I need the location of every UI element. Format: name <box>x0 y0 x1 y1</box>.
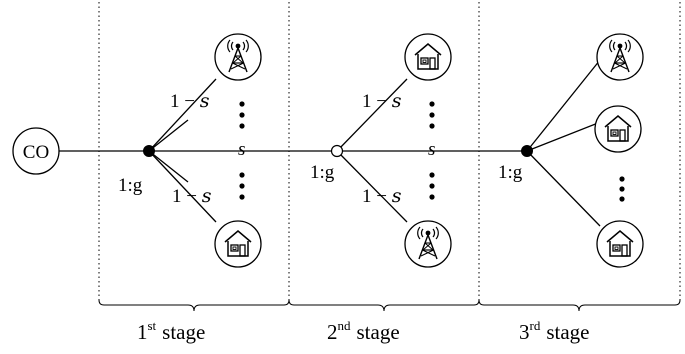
central-office-label: CO <box>23 142 49 163</box>
branch-label-1minus-s: 1 − s <box>362 185 402 207</box>
stage3-branch-2 <box>526 122 599 152</box>
house-icon <box>214 220 262 268</box>
splitter-ratio-2: 1:g <box>310 162 335 183</box>
radio-tower-icon <box>596 33 644 81</box>
ellipsis-dots <box>239 101 625 202</box>
central-office-node <box>12 127 60 175</box>
stage3-brace <box>478 299 681 312</box>
stage3-branch-1 <box>526 59 601 152</box>
house-icon <box>594 105 642 153</box>
branch-label-1minus-s: 1 − s <box>362 90 402 112</box>
branch-label-s: s <box>238 139 245 160</box>
radio-tower-icon <box>404 220 452 268</box>
stage1-stub-up <box>148 119 189 152</box>
splitter-stage2 <box>330 144 344 158</box>
splitter-ratio-3: 1:g <box>498 162 523 183</box>
stage2-branch-up <box>336 78 408 152</box>
splitter-stage1 <box>143 145 155 157</box>
stage3-branch-3 <box>526 150 601 227</box>
branch-label-s: s <box>428 139 435 160</box>
branch-label-1minus-s: 1 − s <box>170 90 210 112</box>
stage2-brace <box>288 299 480 312</box>
stage1-branch-down <box>148 150 217 223</box>
stage1-stub-down <box>148 150 189 183</box>
splitter-stage3 <box>521 145 533 157</box>
stage2-branch-down <box>336 150 408 223</box>
house-icon <box>404 33 452 81</box>
house-icon <box>596 220 644 268</box>
branch-label-1minus-s: 1 − s <box>172 185 212 207</box>
stage1-brace <box>98 299 290 312</box>
stage1-branch-up <box>148 78 217 152</box>
radio-tower-icon <box>214 33 262 81</box>
splitter-ratio-1: 1:g <box>118 175 143 196</box>
